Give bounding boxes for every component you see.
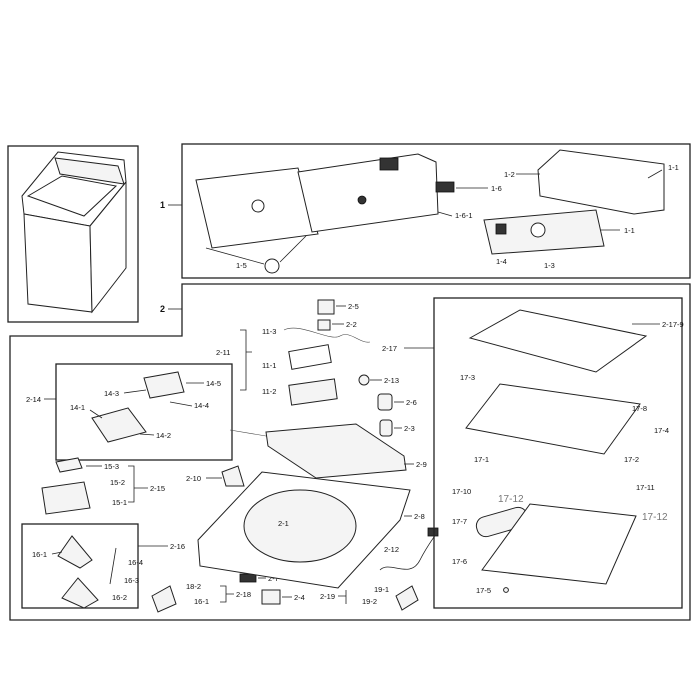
label-15-2: 15-2: [110, 478, 125, 487]
label-2-19: 2-19: [320, 592, 335, 601]
label-17-12-a: 17-12: [498, 494, 524, 505]
label-17-2: 17-2: [624, 455, 639, 464]
label-2-16: 2-16: [170, 542, 185, 551]
label-17-6: 17-6: [452, 557, 467, 566]
label-16-1-a: 16-1: [32, 550, 47, 559]
label-17-1: 17-1: [474, 455, 489, 464]
label-17-12-b: 17-12: [642, 512, 668, 523]
label-16-1-b: 16-1: [194, 597, 209, 606]
group-2-16-pump: 2-16 16-1 16-4 16-3 16-2: [21, 523, 185, 609]
label-17-8: 17-8: [632, 404, 647, 413]
label-2-7: 2-7: [268, 574, 279, 583]
label-17-4: 17-4: [654, 426, 669, 435]
label-1-4: 1-4: [496, 257, 507, 266]
power-cord: 2-12: [379, 527, 439, 571]
label-1-1-b: 1-1: [624, 226, 635, 235]
group-1-control-panel: 1 1-5 1-6 1-6-1 1-4 1-3 1-1 1-2 1-1: [160, 143, 691, 279]
label-2-13: 2-13: [384, 376, 399, 385]
label-18-2: 18-2: [186, 582, 201, 591]
label-17-3: 17-3: [460, 373, 475, 382]
label-1-1-a: 1-1: [668, 163, 679, 172]
label-14-2: 14-2: [156, 431, 171, 440]
label-2-17: 2-17: [382, 344, 397, 353]
label-2-15: 2-15: [150, 484, 165, 493]
label-11-3: 11-3: [262, 327, 276, 336]
label-2-2: 2-2: [346, 320, 357, 329]
label-1-5: 1-5: [236, 261, 247, 270]
label-2-10: 2-10: [186, 474, 201, 483]
group-2-15-dispenser: 15-3 15-2 15-1 2-15: [41, 457, 165, 515]
label-2-1: 2-1: [278, 519, 289, 528]
label-15-1: 15-1: [112, 498, 127, 507]
label-2-8: 2-8: [414, 512, 425, 521]
label-16-2: 16-2: [112, 593, 127, 602]
label-16-4: 16-4: [128, 558, 143, 567]
lower-parts: 18-2 16-1 2-18 2-7 2-4 2-19 19-1 19-2: [151, 573, 419, 613]
label-2-18: 2-18: [236, 590, 251, 599]
label-1-6-1: 1-6-1: [455, 211, 473, 220]
label-17-11: 17-11: [636, 483, 655, 492]
label-14-5: 14-5: [206, 379, 221, 388]
label-14-3: 14-3: [104, 389, 119, 398]
knob-part: [264, 258, 280, 274]
group-2-outline: 2: [9, 283, 691, 621]
group-2-11-harness: 2-11 11-3 11-1 11-2: [216, 327, 371, 406]
label-1: 1: [160, 200, 165, 210]
label-1-6: 1-6: [491, 184, 502, 193]
label-2-12: 2-12: [384, 545, 399, 554]
washer-overview: [7, 145, 139, 323]
label-1-2: 1-2: [504, 170, 515, 179]
label-2-14: 2-14: [26, 395, 41, 404]
label-14-4: 14-4: [194, 401, 209, 410]
control-panel-cover: [297, 153, 439, 233]
label-2-6: 2-6: [406, 398, 417, 407]
rear-bracket: 2-9: [265, 423, 427, 479]
motor-parts: 2-5 2-2 2-13 2-6 2-3: [317, 299, 417, 437]
back-panel-frame: [537, 149, 665, 215]
label-1-3: 1-3: [544, 261, 555, 270]
label-19-1: 19-1: [374, 585, 389, 594]
label-19-2: 19-2: [362, 597, 377, 606]
group-2-17-lid: 2-17 2-17-9 17-3 17-8 17-4 17-1 17-2 17-…: [382, 297, 684, 609]
label-2-3: 2-3: [404, 424, 415, 433]
label-2-9: 2-9: [416, 460, 427, 469]
label-17-10: 17-10: [452, 487, 471, 496]
label-2-11: 2-11: [216, 348, 230, 357]
label-16-3: 16-3: [124, 576, 139, 585]
label-11-1: 11-1: [262, 361, 276, 370]
top-cover: 2-10 2-8 2-1: [186, 465, 425, 589]
label-15-3: 15-3: [104, 462, 119, 471]
label-2-17-9: 2-17-9: [662, 320, 684, 329]
label-2-4: 2-4: [294, 593, 305, 602]
label-17-7: 17-7: [452, 517, 467, 526]
label-14-1: 14-1: [70, 403, 85, 412]
label-17-5: 17-5: [476, 586, 491, 595]
group-2-14-water-valve: 2-14 14-3 14-5 14-4 14-1 14-2: [26, 363, 291, 461]
water-valve: [91, 407, 147, 443]
label-11-2: 11-2: [262, 387, 276, 396]
label-2: 2: [160, 304, 165, 314]
label-2-5: 2-5: [348, 302, 359, 311]
